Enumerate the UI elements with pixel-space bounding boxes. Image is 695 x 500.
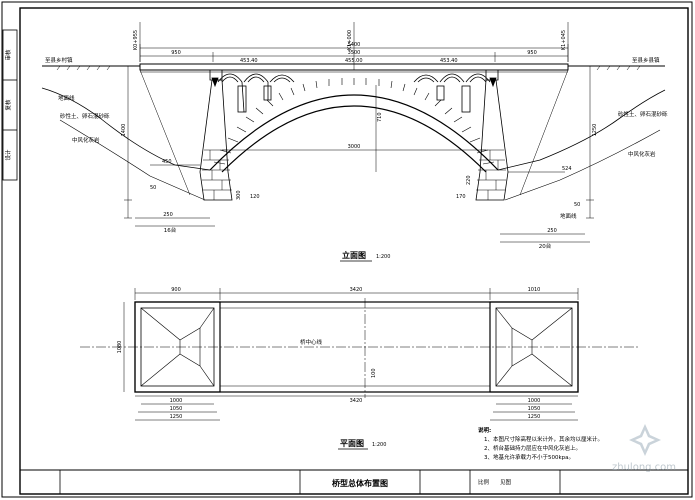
right-small-dim-1: 220 — [466, 175, 472, 185]
left-station-label: K0+955 — [133, 30, 139, 50]
left-base-width: 250 — [163, 212, 173, 218]
notes-heading: 说明: — [478, 426, 491, 434]
left-abutment — [199, 69, 233, 201]
note-item-3: 3、地基允许承载力不小于500kpa。 — [484, 453, 574, 461]
plan-centerline-label: 桥中心线 — [300, 338, 323, 346]
scale-value: 见图 — [500, 478, 512, 486]
left-footing-dim: 450 — [162, 159, 172, 165]
main-arch-extrados — [209, 94, 499, 171]
right-pile-label: 20台 — [539, 242, 552, 250]
drawing-name: 桥型总体布置图 — [332, 478, 388, 488]
elev-right-segment: 950 — [527, 50, 537, 56]
plan-left-width: 900 — [171, 287, 181, 293]
center-station-label: K1+000 — [347, 30, 353, 50]
right-soil-label: 砂性土、卵石混砂砾 — [618, 110, 668, 118]
elev-left-segment: 950 — [171, 50, 181, 56]
left-ground-line — [41, 87, 211, 171]
left-offset-dim: 50 — [150, 185, 156, 191]
left-small-dim-2: 120 — [250, 194, 260, 200]
plan-scale: 1:200 — [372, 442, 386, 448]
elevation-view: 5400 950 3500 950 K0+955 K1+000 K1+045 至… — [41, 22, 668, 262]
plan-overall-length: 3420 — [350, 287, 363, 293]
plan-deck-width: 1080 — [117, 341, 123, 354]
right-base-dim-3: 1250 — [528, 414, 541, 420]
right-abutment — [475, 69, 509, 201]
deck-elev-right: 453.40 — [440, 58, 458, 64]
right-slope-line — [519, 69, 569, 196]
scale-label: 比例 — [478, 478, 490, 486]
deck-elev-center: 455.00 — [345, 58, 363, 64]
right-road-label: 至县乡县镇 — [632, 56, 660, 64]
plan-right-width: 1010 — [528, 287, 541, 293]
left-slope-line — [139, 69, 191, 196]
right-footing-dim: 524 — [562, 166, 572, 172]
left-ground-label: 地面线 — [58, 94, 75, 102]
plan-title: 平面图 — [340, 439, 364, 448]
right-ground-label: 地面线 — [560, 212, 577, 220]
deck-elev-left: 453.40 — [240, 58, 258, 64]
left-spandrel-arches — [217, 73, 295, 113]
left-road-label: 至县乡村镇 — [45, 56, 73, 64]
right-height-dim: 1250 — [592, 124, 598, 137]
left-small-dim-1: 300 — [236, 190, 242, 200]
plan-bottom-length: 3420 — [350, 398, 363, 404]
right-ground-line — [497, 89, 666, 171]
right-spandrel-arches — [413, 73, 491, 113]
left-base-dim-3: 1250 — [170, 414, 183, 420]
left-height-dim: 1400 — [121, 124, 127, 137]
plan-half-width: 100 — [371, 368, 377, 378]
left-base-dim-1: 1000 — [170, 398, 183, 404]
right-base-dim-1: 1000 — [528, 398, 541, 404]
left-signature-strip: 审核 复核 设计 — [2, 29, 18, 181]
notes-block: 说明: 1、本图尺寸除高程以米计外，其余均以厘米计。 2、桥台基础持力层应在中风… — [478, 426, 603, 461]
elevation-scale: 1:200 — [376, 254, 390, 260]
strip-cell-review: 审核 — [4, 49, 12, 61]
strip-cell-check: 复核 — [4, 99, 12, 111]
right-offset-dim: 50 — [574, 202, 580, 208]
watermark-text: zhulong.com — [612, 462, 676, 473]
bridge-deck — [139, 63, 569, 71]
arch-span-dim: 3000 — [348, 144, 361, 150]
right-base-width: 250 — [547, 228, 557, 234]
right-small-dim-2: 170 — [456, 194, 466, 200]
title-block: 桥型总体布置图 比例 见图 — [20, 469, 688, 494]
elevation-title: 立面图 — [342, 250, 366, 260]
left-base-dim-2: 1050 — [170, 406, 183, 412]
arch-voussoir-lines — [213, 78, 495, 165]
strip-cell-design: 设计 — [4, 149, 12, 161]
right-station-label: K1+045 — [561, 30, 567, 50]
right-weathered-label: 中风化灰岩 — [628, 150, 656, 158]
plan-view: 3420 900 1010 — [80, 287, 640, 450]
left-soil-label: 砂性土、卵石混砂砾 — [60, 112, 110, 120]
arch-rise-dim: 710 — [377, 112, 383, 122]
left-pile-label: 16台 — [164, 226, 177, 234]
right-rock-line — [504, 129, 661, 201]
main-arch-intrados — [221, 105, 487, 173]
left-rock-line — [59, 119, 206, 201]
left-weathered-label: 中风化灰岩 — [72, 136, 100, 144]
right-base-dim-2: 1050 — [528, 406, 541, 412]
note-item-2: 2、桥台基础持力层应在中风化灰岩上。 — [484, 444, 581, 452]
note-item-1: 1、本图尺寸除高程以米计外，其余均以厘米计。 — [484, 435, 603, 443]
watermark-logo: zhulong.com — [612, 424, 676, 473]
sheet-inner-border — [19, 7, 689, 495]
